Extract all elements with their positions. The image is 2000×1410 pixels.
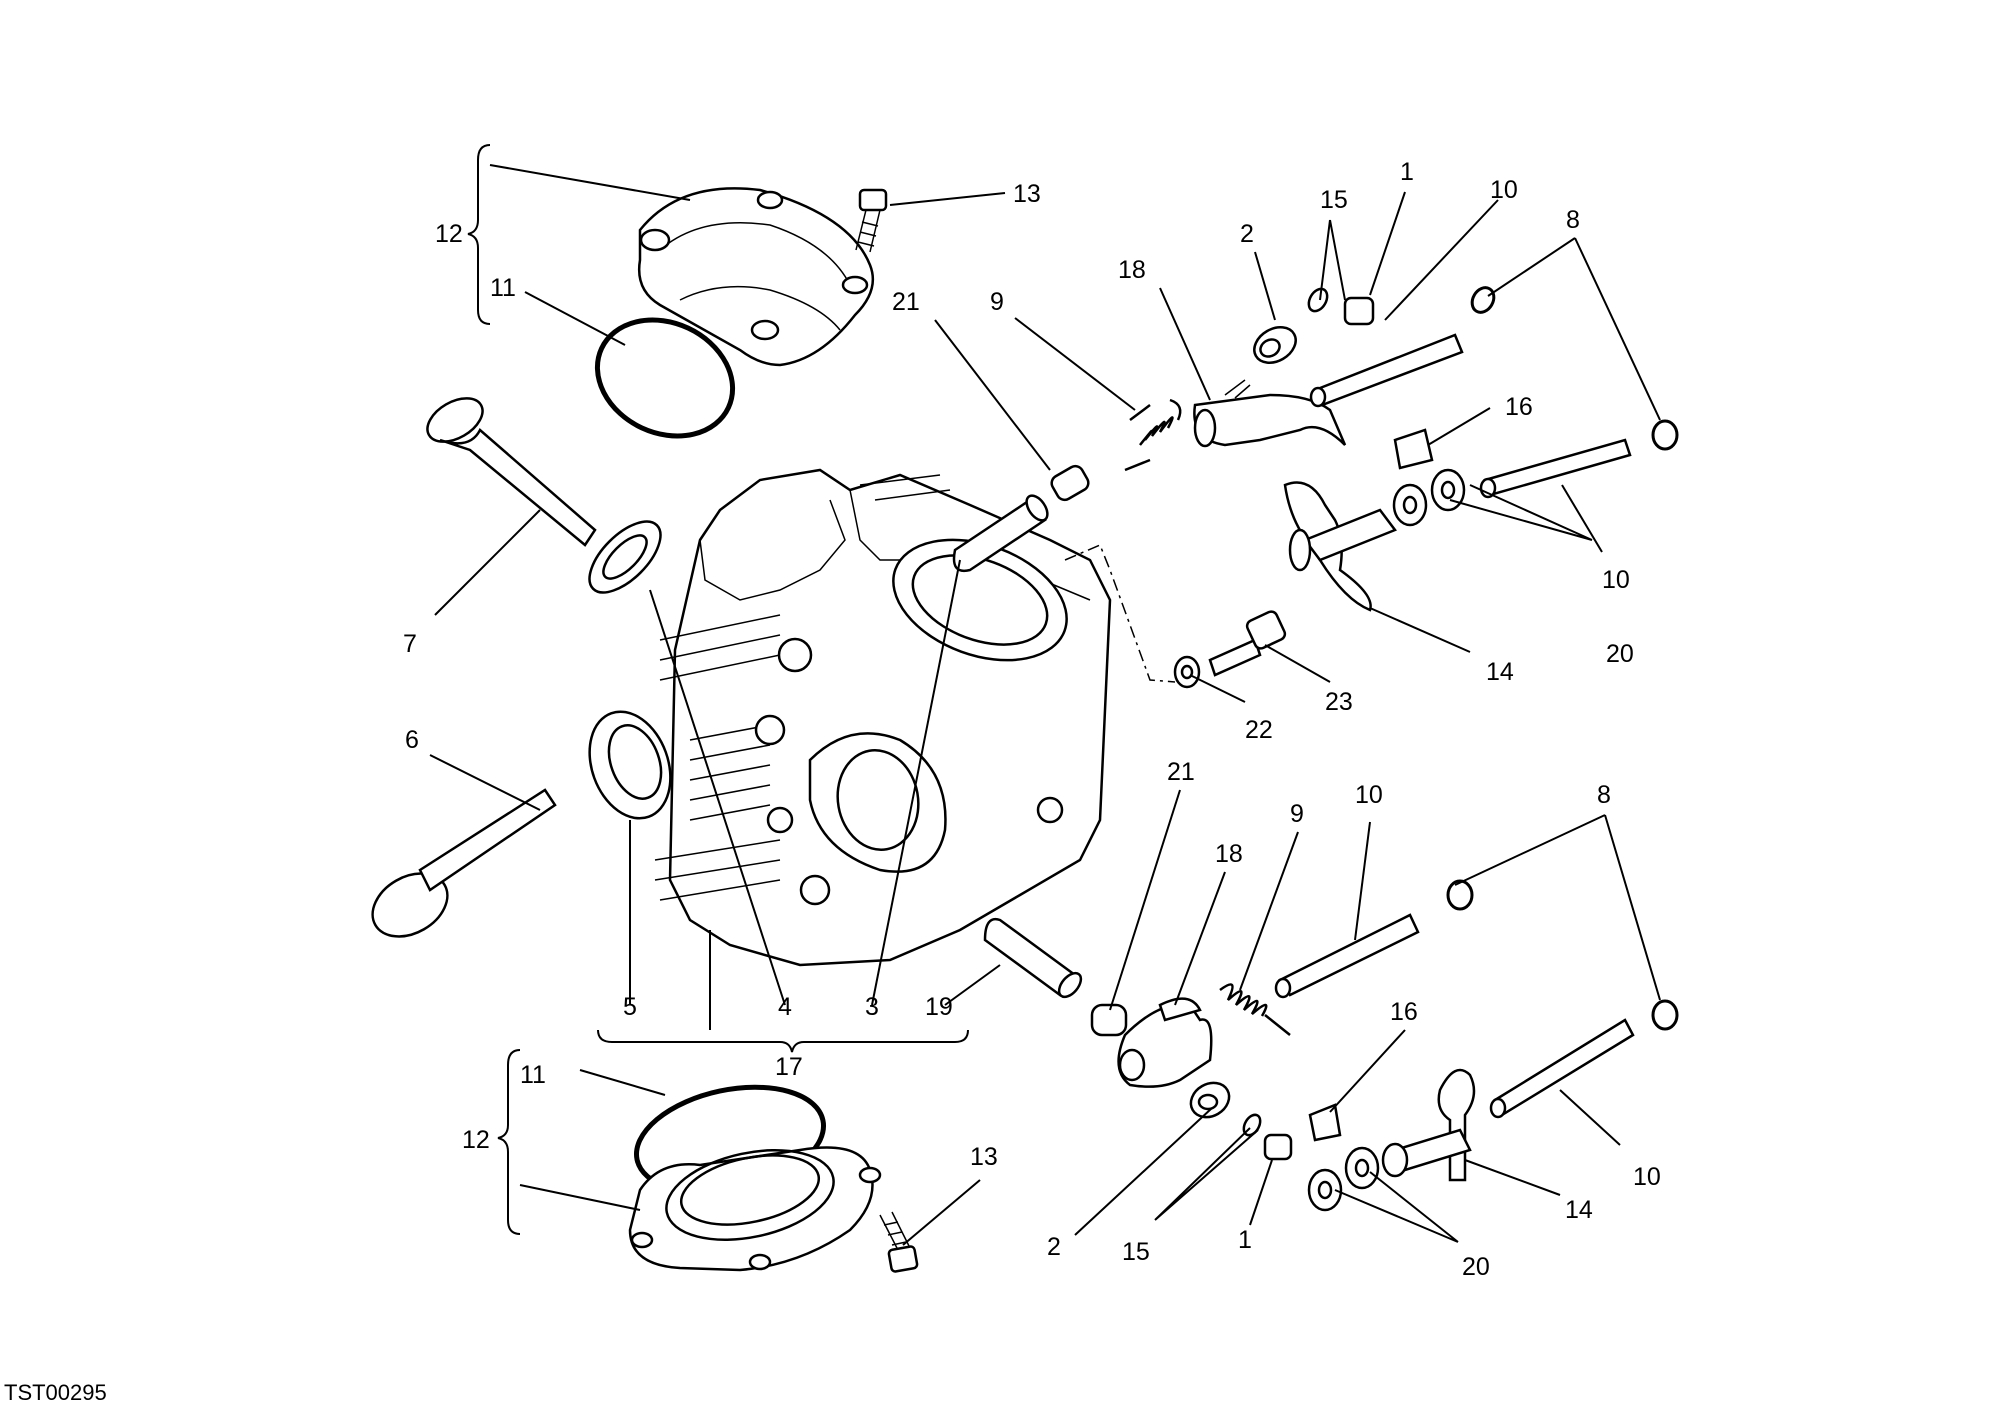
camshaft-cover-top: [637, 187, 875, 367]
callout-13-top: 13: [1013, 180, 1041, 208]
bush-2-top: [1253, 326, 1297, 364]
screw-13-bottom: [879, 1211, 919, 1273]
callout-7: 7: [403, 630, 417, 658]
bushing-16-bottom: [1308, 1103, 1342, 1142]
callout-19: 19: [925, 993, 953, 1021]
callout-1-bottom: 1: [1238, 1226, 1252, 1254]
shim-pad-21-bottom: [1090, 1003, 1128, 1037]
exhaust-valve-6: [371, 788, 557, 938]
callout-15-bottom: 15: [1122, 1238, 1150, 1266]
cylinder-head-17: [654, 468, 1112, 967]
spring-9-bottom: [1219, 983, 1291, 1036]
callout-2-bottom: 2: [1047, 1233, 1061, 1261]
washer-22: [1173, 655, 1201, 689]
spring-9-top: [1124, 398, 1182, 472]
cap-1-top: [1343, 296, 1375, 326]
bolt-23: [1208, 610, 1287, 677]
ring-8-top-a: [1470, 286, 1496, 314]
callout-8-top: 8: [1566, 206, 1580, 234]
bracket-17: [597, 1029, 969, 1053]
valve-guide-seal-5: [588, 710, 672, 820]
callout-4: 4: [778, 993, 792, 1021]
callout-23: 23: [1325, 688, 1353, 716]
rocker-arm-14-bottom: [1381, 1068, 1476, 1182]
bracket-12-top: [467, 144, 491, 325]
push-rod-top: [952, 494, 1049, 573]
callout-14-bottom: 14: [1565, 1196, 1593, 1224]
callout-13-bottom: 13: [970, 1143, 998, 1171]
o-ring-11-top: [594, 317, 736, 439]
intake-valve-7: [426, 397, 597, 547]
callout-3: 3: [865, 993, 879, 1021]
alignment-dashline: [1064, 544, 1176, 683]
bushing-16-top: [1393, 428, 1434, 470]
callout-9-bottom: 9: [1290, 800, 1304, 828]
callout-15-top: 15: [1320, 186, 1348, 214]
callout-10-top-a: 10: [1490, 176, 1518, 204]
rocker-18-bottom: [1117, 997, 1213, 1088]
bracket-12-bottom: [497, 1049, 521, 1235]
rocker-18-top: [1193, 379, 1347, 448]
cap-1-bottom: [1263, 1133, 1293, 1161]
callout-18-bottom: 18: [1215, 840, 1243, 868]
ring-8-bottom-b: [1651, 999, 1679, 1031]
callout-12-top: 12: [435, 220, 463, 248]
callout-10-top-b: 10: [1602, 566, 1630, 594]
callout-17: 17: [775, 1053, 803, 1081]
valve-seal-4: [588, 520, 662, 594]
callout-20-top: 20: [1606, 640, 1634, 668]
callout-16-top: 16: [1505, 393, 1533, 421]
push-rod-19: [983, 917, 1083, 999]
screw-13-top: [855, 188, 888, 253]
callout-11-bottom: 11: [520, 1061, 546, 1089]
callout-21-top: 21: [892, 288, 920, 316]
drawing-code: TST00295: [4, 1380, 107, 1405]
callout-9-top: 9: [990, 288, 1004, 316]
callout-18-top: 18: [1118, 256, 1146, 284]
callout-5: 5: [623, 993, 637, 1021]
shims-20-top: [1392, 468, 1466, 527]
callout-11-top: 11: [490, 274, 516, 302]
callout-16-bottom: 16: [1390, 998, 1418, 1026]
callout-10-bottom-a: 10: [1355, 781, 1383, 809]
shaft-10-top-a: [1309, 333, 1464, 408]
callout-21-bottom: 21: [1167, 758, 1195, 786]
clip-15-bottom: [1242, 1113, 1262, 1137]
callout-labels: 12 11 13 7 6 5 4 3 19 17 11 12 13 21 9 1…: [403, 158, 1661, 1281]
ring-8-top-b: [1651, 419, 1679, 451]
bush-2-bottom: [1189, 1081, 1231, 1119]
callout-12-bottom: 12: [462, 1126, 490, 1154]
callout-10-bottom-b: 10: [1633, 1163, 1661, 1191]
callout-22: 22: [1245, 716, 1273, 744]
callout-20-bottom: 20: [1462, 1253, 1490, 1281]
intake-flange-bottom: [628, 1146, 882, 1272]
shim-pad-21-top: [1050, 464, 1090, 502]
callout-2-top: 2: [1240, 220, 1254, 248]
callout-6: 6: [405, 726, 419, 754]
callout-1-top: 1: [1400, 158, 1414, 186]
leader-lines: [429, 164, 1661, 1246]
callout-8-bottom: 8: [1597, 781, 1611, 809]
shims-20-bottom: [1307, 1146, 1380, 1212]
callout-14-top: 14: [1486, 658, 1514, 686]
shaft-10-bottom-a: [1274, 913, 1420, 999]
clip-15-top: [1307, 287, 1329, 313]
ring-8-bottom-a: [1446, 879, 1474, 911]
shaft-10-bottom-b: [1489, 1018, 1635, 1119]
shaft-10-top-b: [1479, 438, 1632, 499]
rocker-arm-14-top: [1283, 481, 1397, 612]
